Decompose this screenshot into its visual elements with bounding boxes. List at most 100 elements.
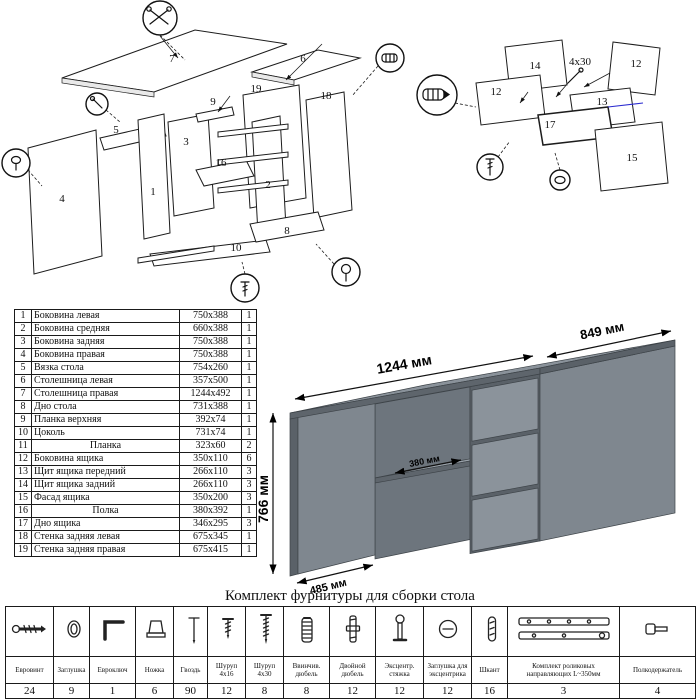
hardware-name: Заглушка для эксцентрика (423, 656, 472, 684)
part-label: 13 (597, 96, 609, 108)
part-size: 380x392 (179, 504, 242, 518)
hardware-names-row: Евровинт Заглушка Евроключ Ножка Гвоздь … (5, 656, 696, 684)
hardware-icon-cell (245, 606, 284, 657)
dowel-icon (381, 53, 398, 63)
part-size: 675x415 (179, 543, 242, 557)
part-label: 12 (631, 58, 642, 70)
size-label: 4x30 (569, 56, 592, 68)
hardware-name: Ножка (135, 656, 174, 684)
screw-icon (485, 158, 495, 176)
part-name: Столешница левая (31, 374, 180, 388)
hardware-name: Полкодержатель (619, 656, 696, 684)
part-name: Боковина правая (31, 348, 180, 362)
hardware-icon-cell (507, 606, 620, 657)
side-panel-outer-left (27, 129, 103, 275)
hardware-qty: 3 (507, 683, 620, 699)
part-name: Планка верхняя (31, 413, 180, 427)
hardware-qty: 90 (173, 683, 208, 699)
callout-screw-dowel (416, 74, 477, 116)
hardware-icon-cell (329, 606, 376, 657)
dim-line-depth (546, 329, 672, 359)
drawer-front (471, 487, 539, 552)
part-size: 731x388 (179, 400, 242, 414)
part-label: 10 (231, 242, 243, 254)
part-name: Боковина левая (31, 309, 180, 323)
part-name: Боковина средняя (31, 322, 180, 336)
part-label: 6 (300, 53, 306, 65)
hardware-name: Шуруп 4x30 (245, 656, 284, 684)
part-number: 12 (14, 452, 32, 466)
side-panel-back (167, 113, 215, 217)
part-label: 18 (321, 90, 333, 102)
part-name: Цоколь (31, 426, 180, 440)
part-label: 7 (169, 53, 175, 65)
part-label: 19 (251, 83, 263, 95)
part-number: 14 (14, 478, 32, 492)
hardware-qty: 8 (245, 683, 284, 699)
hardware-qty: 12 (423, 683, 472, 699)
part-size: 346x295 (179, 517, 242, 531)
euro-screw-icon (11, 624, 46, 634)
drawer-rail-long (137, 245, 215, 264)
top-bar (195, 106, 235, 123)
hardware-qty: 1 (89, 683, 136, 699)
drawer-side-panel-left (475, 74, 546, 126)
part-qty: 1 (241, 543, 257, 557)
part-size: 750x388 (179, 309, 242, 323)
part-size: 323x60 (179, 439, 242, 453)
part-name: Щит ящика передний (31, 465, 180, 479)
part-name: Боковина ящика (31, 452, 180, 466)
callout-plug (549, 152, 571, 191)
hardware-qty: 8 (283, 683, 330, 699)
part-number: 19 (14, 543, 32, 557)
hardware-icon-cell (207, 606, 246, 657)
part-size: 750x388 (179, 335, 242, 349)
screw-dowel-icon (300, 617, 313, 643)
part-name: Щит ящика задний (31, 478, 180, 492)
leg-icon (146, 620, 166, 638)
hardware-qty: 12 (207, 683, 246, 699)
part-qty: 1 (241, 374, 257, 388)
hardware-name: Евровинт (5, 656, 54, 684)
hardware-name: Шуруп 4x16 (207, 656, 246, 684)
hardware-name: Шкант (471, 656, 508, 684)
drawer-bottom-guide (607, 102, 644, 108)
hardware-icon-cell (283, 606, 330, 657)
part-label: 12 (491, 86, 502, 98)
part-name: Фасад ящика (31, 491, 180, 505)
hardware-icon-cell (619, 606, 696, 657)
part-label: 16 (216, 157, 228, 169)
wood-dowel-icon (487, 616, 497, 642)
part-size: 675x345 (179, 530, 242, 544)
hardware-icon-cell (375, 606, 424, 657)
hardware-name: Заглушка (53, 656, 90, 684)
part-size: 660x388 (179, 322, 242, 336)
hardware-icon-cell (53, 606, 90, 657)
cap-icon (10, 155, 22, 171)
screw-icon (89, 95, 103, 109)
back-panel-right (305, 91, 353, 219)
dim-depth: 849 мм (579, 319, 626, 343)
part-qty: 1 (241, 361, 257, 375)
nail-icon (188, 617, 200, 644)
hardware-icons-row (5, 606, 696, 657)
side-panel-left (137, 113, 171, 240)
dim-line-leg (296, 563, 374, 585)
drawer-rail (217, 151, 289, 166)
part-size: 750x388 (179, 348, 242, 362)
callout-screw (476, 140, 511, 181)
part-number: 17 (14, 517, 32, 531)
hardware-name: Комплект роликовых направляющих L~350мм (507, 656, 620, 684)
part-size: 731x74 (179, 426, 242, 440)
